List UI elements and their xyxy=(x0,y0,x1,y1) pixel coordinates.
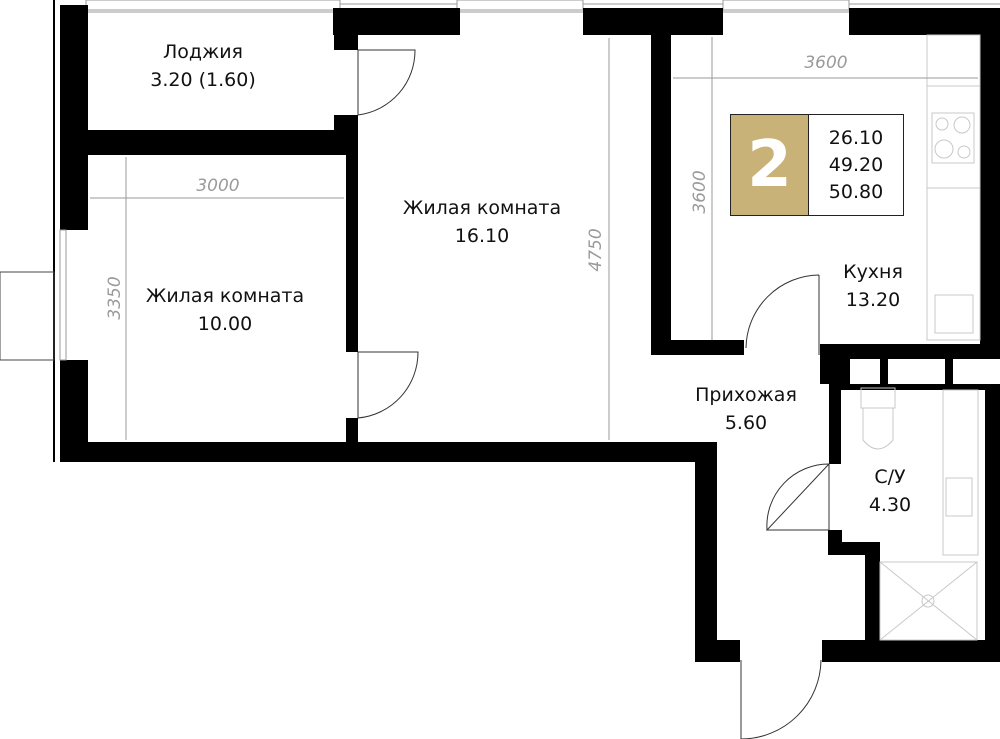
left-window xyxy=(0,229,67,361)
room-label-hallway: Прихожая 5.60 xyxy=(695,381,797,437)
door-bathroom xyxy=(765,463,831,531)
room-label-bathroom: С/У 4.30 xyxy=(869,463,911,519)
room-name: Жилая комната xyxy=(145,285,305,307)
living-area: 26.10 xyxy=(828,126,884,149)
rooms-count: 2 xyxy=(731,115,809,215)
area-values: 26.10 49.20 50.80 xyxy=(809,115,903,215)
room-area: 16.10 xyxy=(454,225,510,247)
door-loggia xyxy=(357,49,416,116)
room-area: 10.00 xyxy=(197,313,253,335)
room-label-loggia: Лоджия 3.20 (1.60) xyxy=(150,38,255,94)
door-entrance xyxy=(740,659,822,739)
sink-icon xyxy=(934,294,974,334)
room-name: Лоджия xyxy=(163,41,243,63)
dim-living-height: 4750 xyxy=(586,228,606,271)
dim-bedroom-height: 3350 xyxy=(105,276,125,319)
toilet-icon xyxy=(862,408,894,450)
door-kitchen xyxy=(745,274,820,355)
dimension-lines: 3000 3350 4750 3600 3600 xyxy=(90,37,978,440)
room-name: Прихожая xyxy=(695,384,797,406)
total-area-with-loggia: 50.80 xyxy=(828,180,884,203)
dim-bedroom-width: 3000 xyxy=(196,176,239,196)
door-bedroom xyxy=(357,351,419,419)
bathroom-fixtures xyxy=(860,387,979,641)
washbasin-icon xyxy=(945,477,973,517)
room-area: 4.30 xyxy=(868,494,912,516)
room-label-bedroom: Жилая комната 10.00 xyxy=(146,282,304,338)
room-name: Кухня xyxy=(843,261,903,283)
room-name: Жилая комната xyxy=(402,197,562,219)
dim-kitchen-width: 3600 xyxy=(804,53,847,73)
room-area: 3.20 (1.60) xyxy=(150,69,256,91)
apartment-summary-badge: 2 26.10 49.20 50.80 xyxy=(730,114,904,216)
room-label-kitchen: Кухня 13.20 xyxy=(843,258,903,314)
room-label-living: Жилая комната 16.10 xyxy=(403,194,561,250)
doors xyxy=(357,49,831,739)
room-area: 5.60 xyxy=(724,412,768,434)
stove-icon xyxy=(931,112,975,164)
total-area: 49.20 xyxy=(828,153,884,176)
loggia-glazing xyxy=(85,0,1000,13)
kitchen-furniture xyxy=(926,34,981,341)
room-name: С/У xyxy=(874,466,906,488)
dim-kitchen-height: 3600 xyxy=(690,170,710,213)
walls xyxy=(53,0,1000,662)
shower-icon xyxy=(879,561,978,641)
room-area: 13.20 xyxy=(845,289,901,311)
